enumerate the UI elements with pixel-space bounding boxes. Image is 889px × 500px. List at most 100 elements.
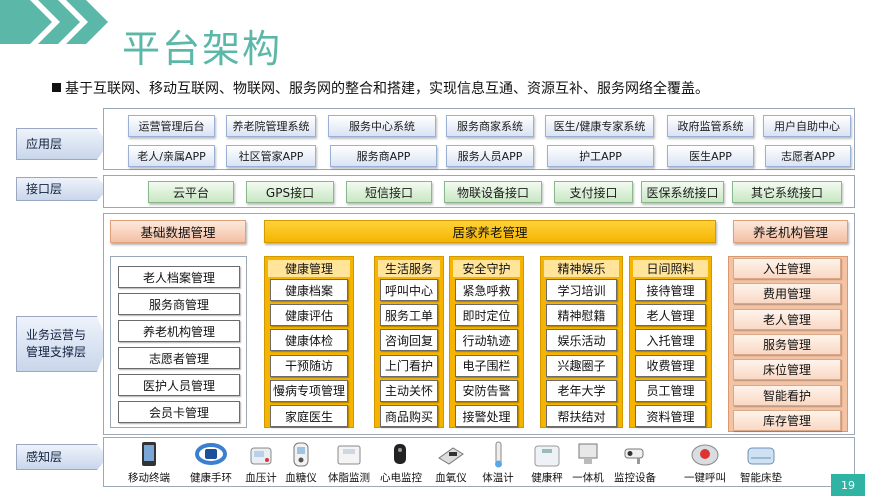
oximeter-icon bbox=[438, 447, 464, 465]
institution-header: 养老机构管理 bbox=[733, 220, 848, 243]
care-item: 慢病专项管理 bbox=[270, 379, 348, 402]
basic-data-item: 志愿者管理 bbox=[118, 347, 240, 369]
interface-box: 其它系统接口 bbox=[732, 181, 842, 203]
page-number: 19 bbox=[831, 474, 865, 496]
glucose-meter-icon bbox=[293, 442, 309, 467]
care-item: 资料管理 bbox=[635, 405, 706, 427]
app-mobile-box: 护工APP bbox=[547, 145, 654, 167]
institution-item: 老人管理 bbox=[733, 308, 841, 330]
page-title: 平台架构 bbox=[122, 27, 283, 71]
subtitle: 基于互联网、移动互联网、物联网、服务网的整合和搭建，实现信息互通、资源互补、服务… bbox=[52, 78, 709, 98]
care-item: 干预随访 bbox=[270, 354, 348, 377]
basic-data-item: 医护人员管理 bbox=[118, 374, 240, 396]
care-item: 娱乐活动 bbox=[546, 329, 617, 352]
care-column: 日间照料接待管理老人管理入托管理收费管理员工管理资料管理 bbox=[629, 256, 712, 428]
care-item: 学习培训 bbox=[546, 279, 617, 301]
care-column-title: 日间照料 bbox=[633, 260, 708, 277]
device-item: 一键呼叫 bbox=[674, 440, 736, 488]
app-system-box: 用户自助中心 bbox=[763, 115, 851, 137]
device-item: 体温计 bbox=[467, 440, 529, 488]
care-item: 健康档案 bbox=[270, 279, 348, 301]
care-column-title: 安全守护 bbox=[453, 260, 520, 277]
app-mobile-box: 服务商APP bbox=[330, 145, 437, 167]
care-item: 呼叫中心 bbox=[380, 279, 438, 301]
device-label: 移动终端 bbox=[128, 472, 170, 484]
care-item: 老年大学 bbox=[546, 379, 617, 402]
basic-data-item: 服务商管理 bbox=[118, 293, 240, 315]
chevron-decoration-icon bbox=[0, 0, 110, 44]
device-item: 血压计 bbox=[230, 440, 292, 488]
blood-pressure-icon bbox=[250, 447, 272, 465]
thermometer-icon bbox=[495, 441, 502, 468]
app-mobile-box: 老人/亲属APP bbox=[128, 145, 215, 167]
wristband-icon bbox=[195, 443, 227, 465]
layer-perception: 感知层 bbox=[16, 444, 108, 470]
care-item: 接待管理 bbox=[635, 279, 706, 301]
basic-data-item: 会员卡管理 bbox=[118, 401, 240, 423]
care-item: 健康体检 bbox=[270, 329, 348, 352]
device-label: 健康秤 bbox=[531, 472, 563, 484]
device-label: 心电监控 bbox=[380, 472, 422, 484]
app-system-box: 医生/健康专家系统 bbox=[545, 115, 654, 137]
care-item: 商品购买 bbox=[380, 405, 438, 427]
all-in-one-icon bbox=[578, 443, 598, 464]
device-item: 智能床垫 bbox=[730, 440, 792, 488]
interface-box: 医保系统接口 bbox=[641, 181, 724, 203]
care-item: 主动关怀 bbox=[380, 379, 438, 402]
app-mobile-box: 医生APP bbox=[667, 145, 754, 167]
care-column: 精神娱乐学习培训精神慰籍娱乐活动兴趣圈子老年大学帮扶结对 bbox=[540, 256, 623, 428]
care-column-title: 精神娱乐 bbox=[544, 260, 619, 277]
interface-box: 支付接口 bbox=[554, 181, 633, 203]
layer-interface: 接口层 bbox=[16, 177, 108, 201]
app-mobile-box: 社区管家APP bbox=[226, 145, 316, 167]
interface-box: 物联设备接口 bbox=[444, 181, 542, 203]
app-system-box: 运营管理后台 bbox=[128, 115, 215, 137]
care-item: 上门看护 bbox=[380, 354, 438, 377]
care-item: 入托管理 bbox=[635, 329, 706, 352]
home-care-header: 居家养老管理 bbox=[264, 220, 716, 243]
care-item: 老人管理 bbox=[635, 304, 706, 327]
device-item: 体脂监测 bbox=[318, 440, 380, 488]
device-label: 血糖仪 bbox=[285, 472, 317, 484]
device-label: 智能床垫 bbox=[740, 472, 782, 484]
device-label: 监控设备 bbox=[614, 472, 656, 484]
institution-item: 费用管理 bbox=[733, 283, 841, 305]
care-item: 员工管理 bbox=[635, 379, 706, 402]
care-item: 服务工单 bbox=[380, 304, 438, 327]
care-column: 生活服务呼叫中心服务工单咨询回复上门看护主动关怀商品购买 bbox=[374, 256, 444, 428]
care-item: 紧急呼救 bbox=[455, 279, 518, 301]
care-item: 家庭医生 bbox=[270, 405, 348, 427]
care-column-title: 健康管理 bbox=[268, 260, 350, 277]
app-mobile-box: 服务人员APP bbox=[446, 145, 534, 167]
perception-panel bbox=[103, 437, 855, 487]
device-item: 健康手环 bbox=[180, 440, 242, 488]
device-label: 血氧仪 bbox=[435, 472, 467, 484]
call-button-icon bbox=[691, 444, 719, 466]
device-label: 体温计 bbox=[482, 472, 514, 484]
care-column-title: 生活服务 bbox=[378, 260, 440, 277]
device-item: 一体机 bbox=[557, 440, 619, 488]
care-item: 行动轨迹 bbox=[455, 329, 518, 352]
interface-box: 短信接口 bbox=[346, 181, 432, 203]
institution-item: 智能看护 bbox=[733, 384, 841, 406]
health-scale-icon bbox=[534, 445, 560, 467]
device-item: 监控设备 bbox=[604, 440, 666, 488]
layer-business: 业务运营与管理支撑层 bbox=[16, 316, 108, 372]
interface-box: 云平台 bbox=[148, 181, 234, 203]
care-item: 健康评估 bbox=[270, 304, 348, 327]
app-system-box: 服务商家系统 bbox=[446, 115, 534, 137]
care-item: 咨询回复 bbox=[380, 329, 438, 352]
device-item: 健康秤 bbox=[516, 440, 578, 488]
interface-box: GPS接口 bbox=[246, 181, 334, 203]
ecg-monitor-icon bbox=[394, 444, 406, 464]
care-item: 安防告警 bbox=[455, 379, 518, 402]
app-mobile-box: 志愿者APP bbox=[765, 145, 851, 167]
care-item: 收费管理 bbox=[635, 354, 706, 377]
device-item: 心电监控 bbox=[370, 440, 432, 488]
device-item: 移动终端 bbox=[118, 440, 180, 488]
care-column: 健康管理健康档案健康评估健康体检干预随访慢病专项管理家庭医生 bbox=[264, 256, 354, 428]
basic-data-header: 基础数据管理 bbox=[110, 220, 246, 243]
device-item: 血糖仪 bbox=[270, 440, 332, 488]
institution-item: 服务管理 bbox=[733, 333, 841, 355]
